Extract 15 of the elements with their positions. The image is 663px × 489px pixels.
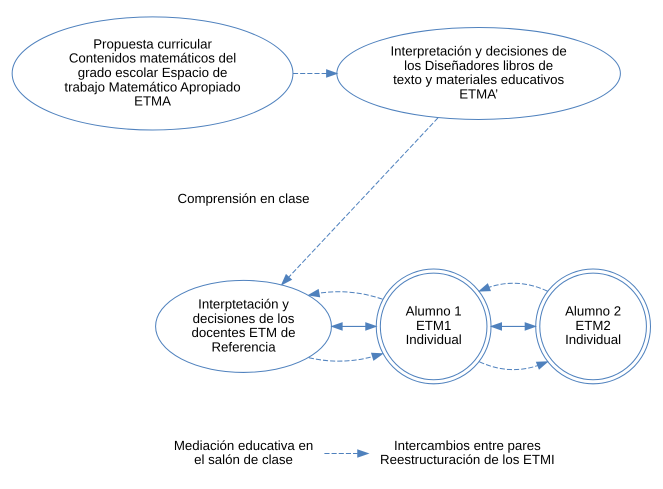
arrow <box>308 352 384 362</box>
node-text: Intercambios entre pares Reestructuración de los ETMI <box>380 438 555 468</box>
arrow <box>479 361 549 370</box>
node-text: Mediación educativa en el salón de clase <box>174 438 314 468</box>
arrow <box>292 69 338 78</box>
arrow <box>478 282 548 292</box>
arrow <box>490 322 537 331</box>
node-ellipse: Propuesta curricular Contenidos matemáticos del grado escolar Espacio de trabajo Matemático Apropiado ETMA <box>12 16 294 130</box>
arrow <box>280 118 438 286</box>
node-ellipse: Interptetación y decisiones de los docentes ETM de Referencia <box>155 280 332 373</box>
arrow <box>307 288 383 300</box>
label: Comprensión en clase <box>178 190 310 206</box>
node-ellipse: Interpretación y decisiones de los Diseñadores libros de texto y materiales educativos ETMA’ <box>336 26 621 120</box>
arrow <box>324 449 370 458</box>
arrow <box>330 322 378 331</box>
